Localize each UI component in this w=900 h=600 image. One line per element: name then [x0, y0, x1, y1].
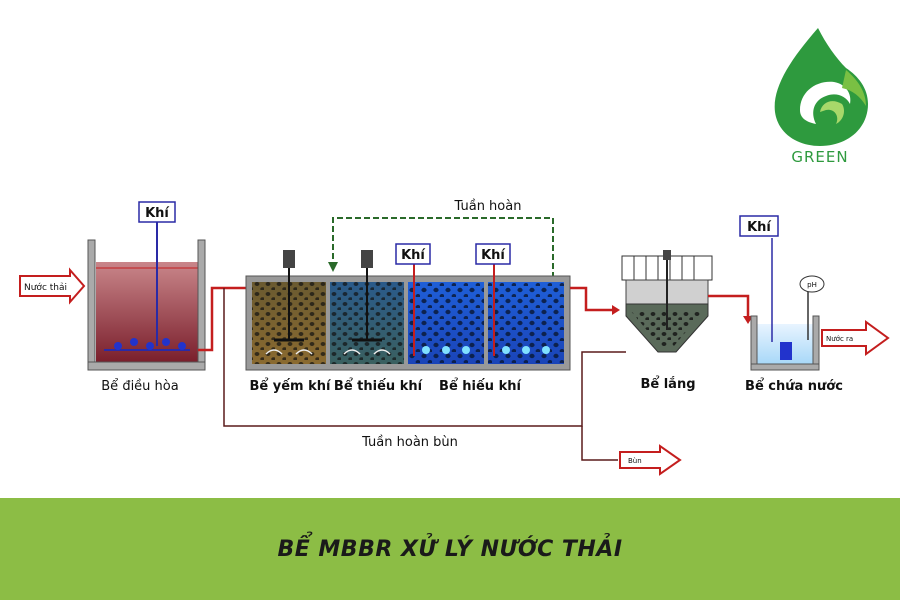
footer-banner: BỂ MBBR XỬ LÝ NƯỚC THẢI [0, 498, 900, 600]
equalization-tank [87, 222, 206, 371]
outlet-label: Nước ra [826, 335, 853, 343]
ph-probe-icon [799, 275, 825, 293]
air-box-equalization [138, 201, 176, 223]
air-box-aerobic-2 [475, 243, 511, 265]
ph-label: pH [807, 281, 817, 289]
sludge-recirculation-label: Tuần hoàn bùn [361, 435, 458, 450]
anaerobic-tank [252, 264, 326, 364]
mixer-motor-icon [283, 250, 295, 268]
pipe-arrowhead-icon [612, 305, 620, 315]
sludge-out-arrow-icon [619, 444, 682, 476]
pipe-settling-to-storage [708, 294, 750, 318]
equalization-tank-label: Bể điều hòa [101, 379, 178, 394]
air-box-storage [739, 215, 779, 237]
pipe-aerobic-to-settling [570, 286, 612, 312]
green-logo-icon [774, 28, 868, 146]
settling-tank [621, 250, 713, 353]
air-label-aerobic-2: Khí [481, 248, 506, 263]
mixer-motor-icon [361, 250, 373, 268]
recirculation-label: Tuần hoàn [454, 199, 522, 214]
footer-title: BỂ MBBR XỬ LÝ NƯỚC THẢI [277, 536, 623, 562]
aerobic-tank [408, 262, 564, 364]
anoxic-tank-label: Bể thiếu khí [334, 378, 424, 394]
anoxic-tank [330, 264, 404, 364]
pipe-eq-to-anaerobic [198, 286, 248, 352]
mbbr-process-diagram: GREEN Tuần hoàn Nước thải Khí Bể điều hò… [19, 28, 890, 476]
storage-tank [750, 238, 820, 371]
storage-tank-label: Bể chứa nước [745, 378, 843, 394]
sludge-out-label: Bùn [628, 457, 642, 465]
settling-tank-label: Bể lắng [640, 376, 695, 392]
anaerobic-tank-label: Bể yếm khí [250, 378, 333, 394]
recirculation-arrowhead-icon [328, 262, 338, 272]
air-label-equalization: Khí [145, 206, 170, 221]
sludge-out-line [581, 426, 618, 461]
aerobic-tank-label: Bể hiếu khí [439, 378, 522, 394]
recirculation-line [332, 217, 554, 280]
air-label-storage: Khí [747, 220, 772, 235]
inlet-label: Nước thải [24, 282, 67, 293]
air-box-aerobic-1 [395, 243, 431, 265]
air-label-aerobic-1: Khí [401, 248, 426, 263]
inlet-arrow-icon [19, 267, 86, 305]
outlet-arrow-icon [821, 320, 890, 356]
brand-name: GREEN [791, 148, 848, 166]
